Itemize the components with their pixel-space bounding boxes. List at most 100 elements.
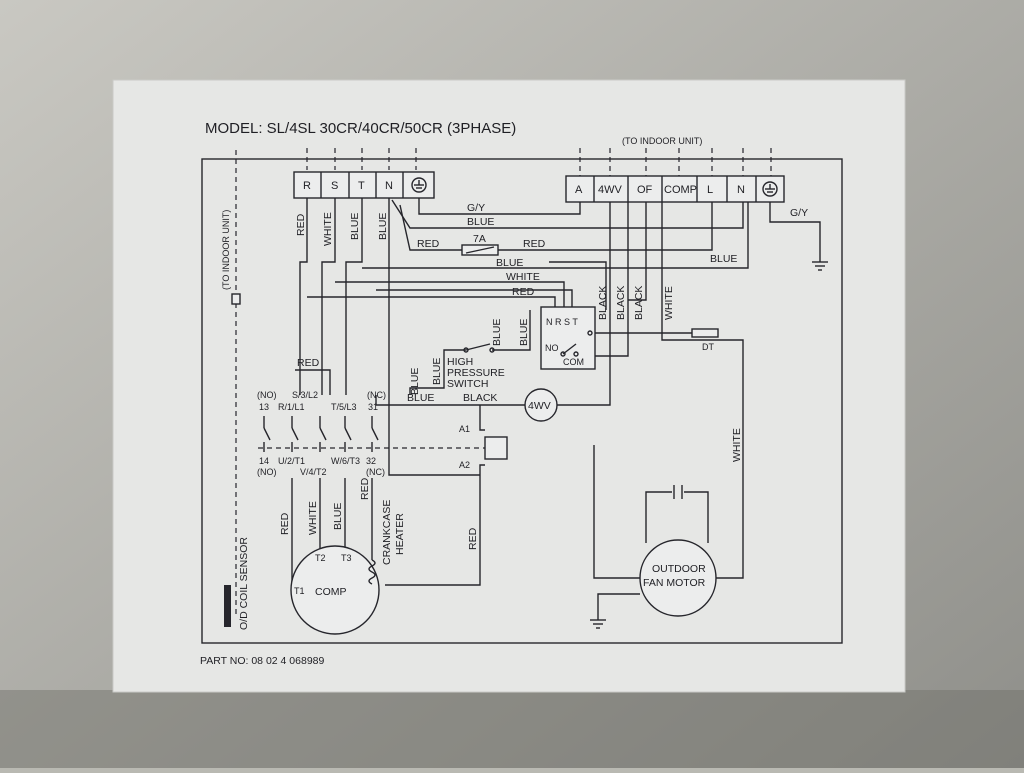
- wire-label-blue-t: BLUE: [349, 213, 361, 240]
- earth-symbol-fan: [590, 593, 640, 629]
- wire-label-blue-hp4: BLUE: [409, 368, 421, 395]
- wire-label-blue-n: BLUE: [377, 213, 389, 240]
- wire-blue-n-right: [362, 202, 749, 269]
- wire-label-blue-t3: BLUE: [332, 503, 344, 530]
- terminal-t: T: [358, 180, 365, 192]
- wire-red-relay: [307, 296, 556, 310]
- diagram-title: MODEL: SL/4SL 30CR/40CR/50CR (3PHASE): [205, 120, 516, 137]
- wire-blue-top: [391, 199, 744, 229]
- wire-4wv-out: [557, 395, 611, 406]
- wire-label-black-2: BLACK: [615, 286, 627, 320]
- wire-label-black-1: BLACK: [597, 286, 609, 320]
- ct-no-top: (NO): [257, 390, 277, 400]
- dt-label: DT: [702, 342, 714, 352]
- comp-t2: T2: [315, 553, 326, 563]
- wire-fan-common: [593, 445, 640, 579]
- wire-label-gy-left: G/Y: [467, 202, 485, 214]
- hp-label-2: PRESSURE: [447, 367, 505, 379]
- wire-label-red-contactor: RED: [297, 357, 320, 369]
- fuse-label: 7A: [473, 233, 486, 245]
- wire-label-blue-4wv: BLUE: [407, 392, 434, 404]
- wire-label-black-3: BLACK: [633, 286, 645, 320]
- contactor-contacts: [258, 416, 485, 452]
- ct-32: 32: [366, 456, 376, 466]
- ground-icon-right: [762, 181, 778, 197]
- fan-label-2: FAN MOTOR: [643, 577, 706, 589]
- ct-14: 14: [259, 456, 269, 466]
- to-indoor-top-label: (TO INDOOR UNIT): [622, 136, 702, 146]
- wire-label-white-fan-motor: WHITE: [731, 428, 743, 462]
- four-way-valve: 4WV: [524, 388, 558, 422]
- wire-brown-right: [684, 491, 709, 543]
- wire-label-blue-mid: BLUE: [496, 257, 523, 269]
- wire-label-blue-hp3: BLUE: [431, 358, 443, 385]
- wire-label-red-fuse-in: RED: [417, 238, 440, 250]
- wire-label-red-coil: RED: [467, 527, 479, 550]
- right-terminal-block: A 4WV OF COMP L N: [565, 175, 785, 203]
- wire-red-r: [299, 198, 308, 395]
- terminal-comp: COMP: [664, 184, 697, 196]
- label-sticker: [112, 79, 906, 693]
- left-terminal-block: R S T N: [293, 171, 435, 199]
- ct-nc-bot: (NC): [366, 467, 385, 477]
- fourwv-label: 4WV: [528, 400, 551, 412]
- wire-label-blue-top: BLUE: [467, 216, 494, 228]
- crankcase-heater-icon: [368, 559, 376, 585]
- wire-blue-hp: [492, 310, 531, 351]
- outdoor-fan-motor: OUTDOOR FAN MOTOR: [639, 539, 717, 617]
- relay-box: N R S T NO COM: [540, 306, 596, 370]
- earth-symbol-right: [769, 202, 828, 271]
- hp-label-1: HIGH: [447, 356, 473, 368]
- wire-brown-left: [645, 491, 672, 543]
- wire-white-relay: [335, 281, 565, 310]
- wire-blue-hp-out: [409, 349, 466, 395]
- ct-w6t3: W/6/T3: [331, 456, 360, 466]
- relay-com-label: COM: [563, 357, 584, 367]
- wire-black-of: [595, 202, 629, 357]
- part-number: PART NO: 08 02 4 068989: [200, 655, 324, 667]
- to-indoor-left-label: (TO INDOOR UNIT): [221, 210, 231, 290]
- wire-label-white-relay: WHITE: [506, 271, 540, 283]
- terminal-4wv: 4WV: [598, 184, 623, 196]
- wire-label-red-r: RED: [295, 213, 307, 236]
- wire-label-white-s: WHITE: [322, 212, 334, 246]
- terminal-a: A: [575, 184, 583, 196]
- fuse-7a: [461, 244, 499, 256]
- wire-label-red-t1: RED: [279, 512, 291, 535]
- wire-4wv-in: [375, 395, 525, 406]
- wire-label-blue-right: BLUE: [710, 253, 737, 265]
- wire-coil-a1: [479, 405, 485, 431]
- wire-blue-t: [345, 198, 363, 395]
- terminal-l: L: [707, 184, 713, 196]
- wire-white-s: [321, 198, 336, 395]
- wire-label-red-relay: RED: [512, 286, 535, 298]
- relay-no-label: NO: [545, 343, 559, 353]
- compressor: COMP T1 T2 T3: [290, 545, 380, 635]
- ct-r1l1: R/1/L1: [278, 402, 305, 412]
- coil-sensor-marker: [224, 585, 231, 627]
- capacitor-icon: [673, 485, 683, 499]
- coil-sensor-label: O/D COIL SENSOR: [238, 537, 250, 630]
- ground-icon: [411, 177, 427, 193]
- wire-black-comp: [628, 202, 647, 301]
- wire-label-blue-hp1: BLUE: [518, 319, 530, 346]
- wire-label-red-fuse-out: RED: [523, 238, 546, 250]
- terminal-of: OF: [637, 184, 653, 196]
- wire-label-white-fan: WHITE: [663, 286, 675, 320]
- wire-label-black-4wv: BLACK: [463, 392, 497, 404]
- ct-s3l2: S/3/L2: [292, 390, 318, 400]
- terminal-s: S: [331, 180, 338, 192]
- ct-13: 13: [259, 402, 269, 412]
- table-shadow: [0, 690, 1024, 768]
- wire-red-to-fuse: [399, 204, 462, 251]
- comp-t3: T3: [341, 553, 352, 563]
- wire-coil-a2: [385, 464, 485, 586]
- wire-gy-left: [418, 198, 581, 215]
- ct-u2t1: U/2/T1: [278, 456, 305, 466]
- hp-contact-1: [489, 347, 495, 353]
- ct-nc-top: (NC): [367, 390, 386, 400]
- dt-sensor: [691, 328, 719, 338]
- ct-31: 31: [368, 402, 378, 412]
- ct-v4t2: V/4/T2: [300, 467, 327, 477]
